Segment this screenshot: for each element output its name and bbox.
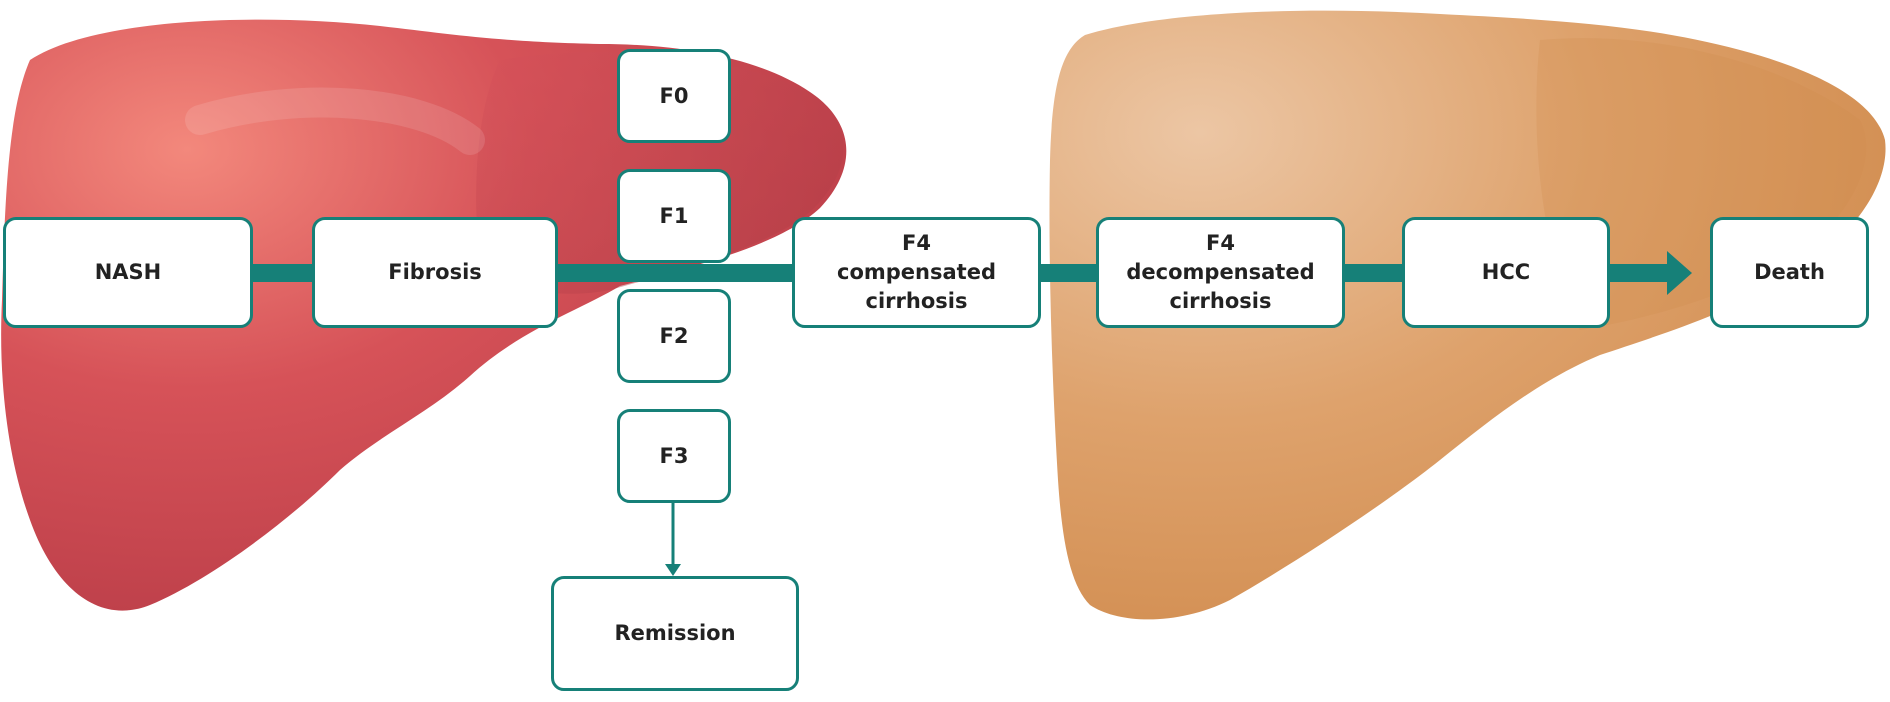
f0-node: F0 xyxy=(617,49,731,143)
death-label: Death xyxy=(1754,260,1825,284)
f1-label: F1 xyxy=(659,203,689,228)
arrowhead-remission xyxy=(665,564,681,576)
fibrosis-node: Fibrosis xyxy=(312,217,558,328)
f4-decompensated-line2: decompensated xyxy=(1126,260,1315,284)
connector-decompensated-hcc xyxy=(1342,264,1404,282)
f2-node: F2 xyxy=(617,289,731,383)
connectors xyxy=(250,251,1692,576)
f4-compensated-line1: F4 xyxy=(902,231,931,255)
f4-compensated-line2: compensated xyxy=(837,260,996,284)
connector-hcc-death xyxy=(1607,264,1669,282)
f4-compensated-line3: cirrhosis xyxy=(865,289,968,313)
f4-compensated-node: F4 compensated cirrhosis xyxy=(792,217,1041,328)
nash-label: NASH xyxy=(94,260,162,284)
f2-label: F2 xyxy=(659,323,689,348)
f1-node: F1 xyxy=(617,169,731,263)
f3-label: F3 xyxy=(659,443,689,468)
f4-decompensated-node: F4 decompensated cirrhosis xyxy=(1096,217,1345,328)
nash-node: NASH xyxy=(3,217,253,328)
death-node: Death xyxy=(1710,217,1869,328)
connector-nash-fibrosis xyxy=(250,264,315,282)
remission-node: Remission xyxy=(551,576,799,691)
remission-label: Remission xyxy=(614,621,736,645)
fibrosis-label: Fibrosis xyxy=(388,260,482,284)
hcc-node: HCC xyxy=(1402,217,1610,328)
arrowhead-death xyxy=(1667,251,1692,295)
hcc-label: HCC xyxy=(1481,260,1531,284)
f3-node: F3 xyxy=(617,409,731,503)
f0-label: F0 xyxy=(659,83,689,108)
f4-decompensated-line3: cirrhosis xyxy=(1169,289,1272,313)
f4-decompensated-line1: F4 xyxy=(1206,231,1235,255)
connector-compensated-decompensated xyxy=(1038,264,1100,282)
connector-fibrosis-f4-compensated xyxy=(555,264,800,282)
